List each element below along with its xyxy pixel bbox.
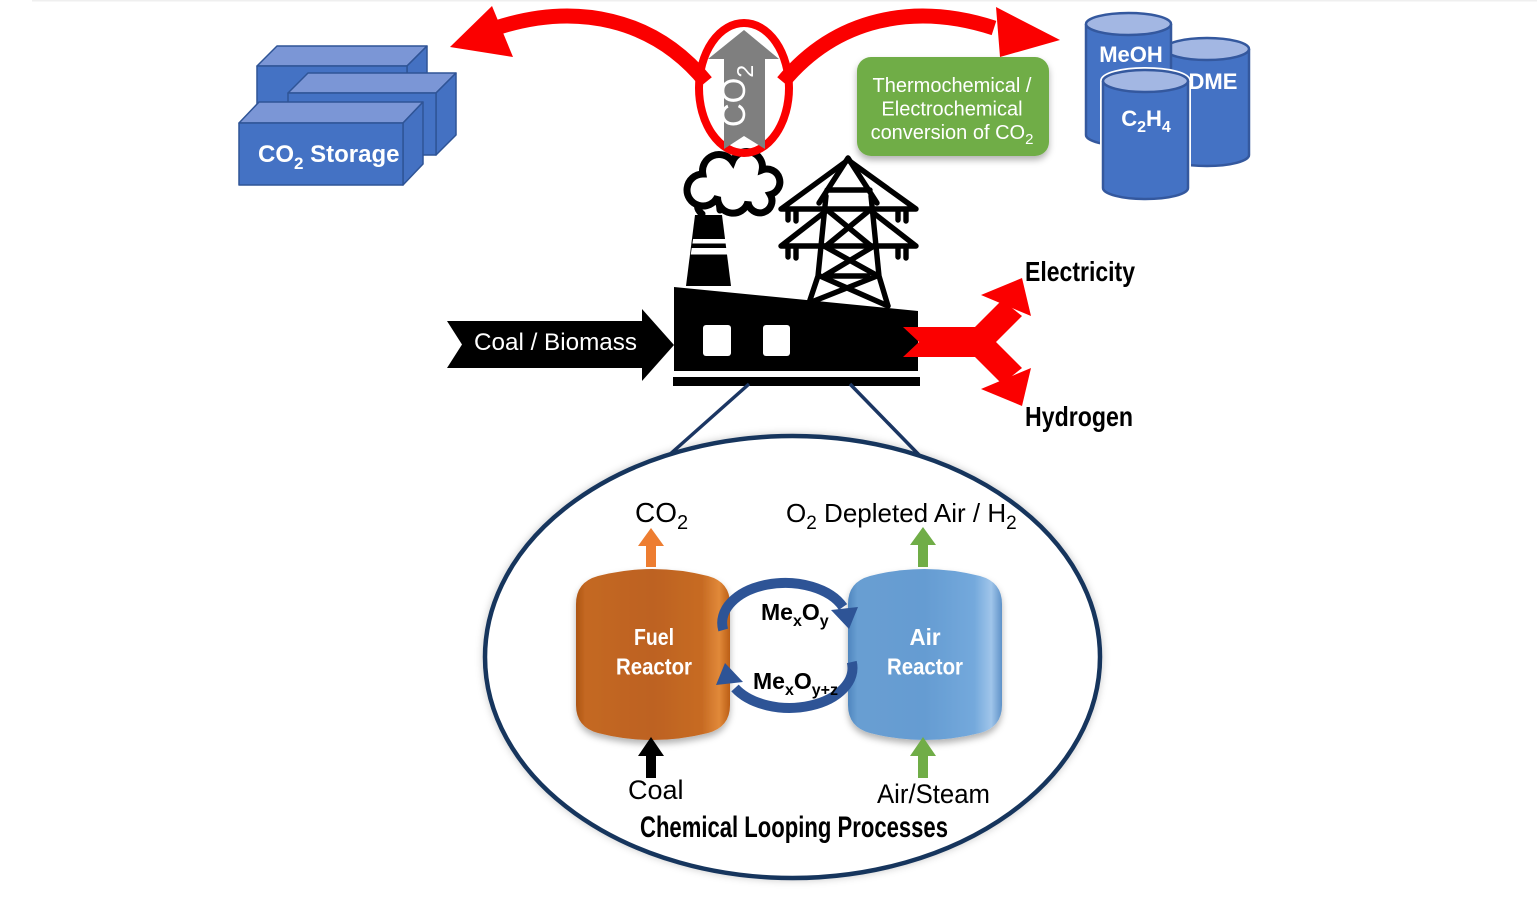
svg-text:Coal / Biomass: Coal / Biomass	[474, 329, 637, 356]
svg-text:Fuel: Fuel	[634, 624, 674, 650]
svg-text:Hydrogen: Hydrogen	[1025, 401, 1133, 432]
svg-text:MeOH: MeOH	[1099, 42, 1163, 67]
svg-text:Thermochemical /: Thermochemical /	[873, 75, 1032, 97]
svg-text:MexOy+z: MexOy+z	[753, 668, 838, 699]
svg-text:MexOy: MexOy	[761, 599, 829, 630]
svg-text:CO2 Storage: CO2 Storage	[258, 141, 400, 173]
svg-text:Reactor: Reactor	[887, 654, 963, 680]
svg-text:Reactor: Reactor	[616, 654, 692, 680]
svg-text:DME: DME	[1189, 69, 1238, 94]
svg-text:Electrochemical: Electrochemical	[881, 99, 1022, 121]
svg-text:Air: Air	[910, 624, 941, 650]
svg-text:Electricity: Electricity	[1025, 256, 1135, 287]
svg-text:Chemical Looping Processes: Chemical Looping Processes	[640, 811, 948, 844]
svg-text:C2H4: C2H4	[1121, 106, 1171, 136]
svg-text:Air/Steam: Air/Steam	[877, 779, 990, 809]
svg-text:conversion of CO2: conversion of CO2	[871, 122, 1034, 148]
svg-text:CO2: CO2	[715, 65, 758, 127]
svg-text:Coal: Coal	[628, 775, 684, 805]
